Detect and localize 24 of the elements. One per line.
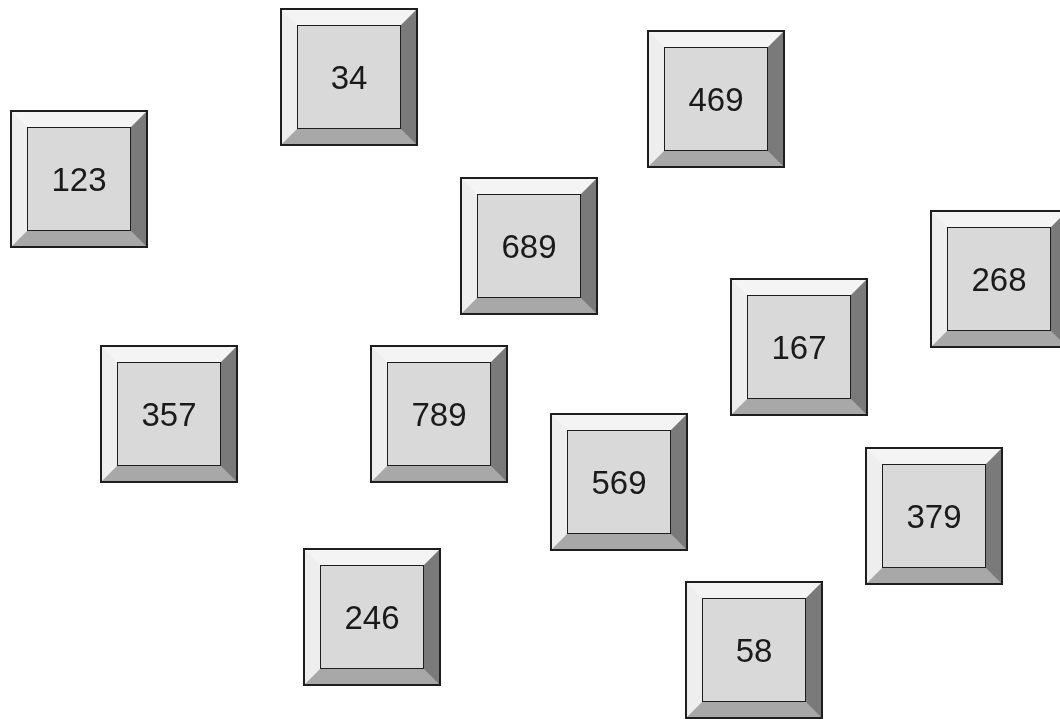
key-label: 469 bbox=[688, 82, 744, 116]
keyboard-key bbox=[462, 179, 596, 313]
key-label: 246 bbox=[344, 600, 400, 634]
key-label: 569 bbox=[591, 465, 647, 499]
key-label: 58 bbox=[735, 633, 773, 667]
key-label: 268 bbox=[971, 262, 1027, 296]
keyboard-key bbox=[932, 212, 1060, 346]
keyboard-key bbox=[12, 112, 146, 246]
keyboard-key bbox=[102, 347, 236, 481]
keyboard-key bbox=[649, 32, 783, 166]
keyboard-key bbox=[305, 550, 439, 684]
keyboard-key bbox=[372, 347, 506, 481]
key-label: 379 bbox=[906, 499, 962, 533]
keyboard-key bbox=[867, 449, 1001, 583]
key-label: 123 bbox=[51, 162, 107, 196]
keyboard-key bbox=[282, 10, 416, 144]
keyboard-key bbox=[687, 583, 821, 717]
key-label: 789 bbox=[411, 397, 467, 431]
key-label: 357 bbox=[141, 397, 197, 431]
key-label: 34 bbox=[330, 60, 368, 94]
keyboard-key bbox=[552, 415, 686, 549]
key-label: 167 bbox=[771, 330, 827, 364]
keyboard-key bbox=[732, 280, 866, 414]
key-label: 689 bbox=[501, 229, 557, 263]
